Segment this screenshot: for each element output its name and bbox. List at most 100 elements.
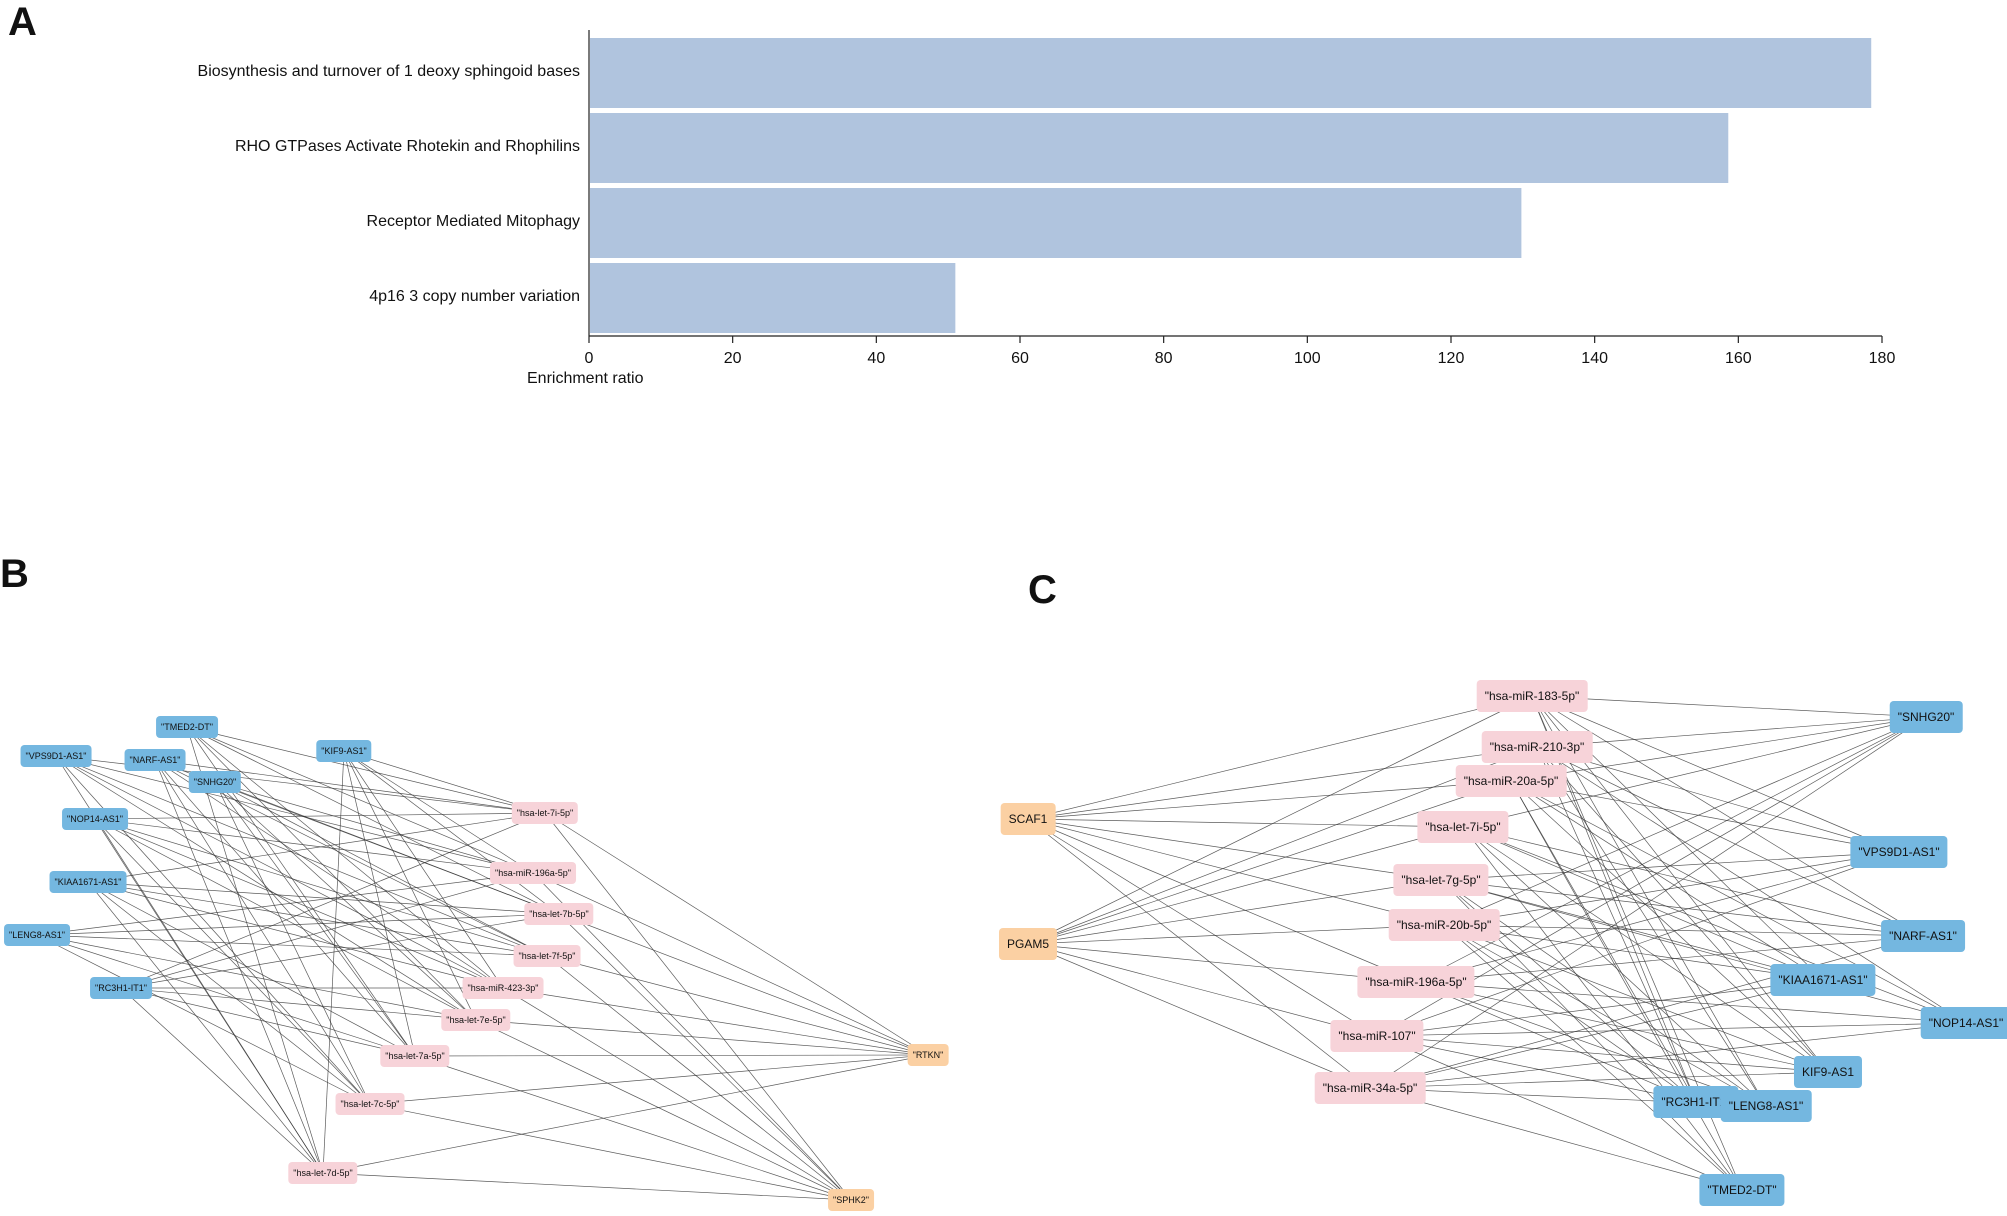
network_c-node-mir34a[interactable]: "hsa-miR-34a-5p" <box>1314 1072 1426 1104</box>
network_b-node-mir423[interactable]: "hsa-miR-423-3p" <box>462 977 544 999</box>
network_c-edge-3 <box>1027 746 1538 945</box>
x-tick-label-9: 180 <box>1868 350 1896 367</box>
network_b-node-sphk2[interactable]: "SPHK2" <box>828 1189 874 1211</box>
network_b-node-let7f[interactable]: "hsa-let-7f-5p" <box>513 945 581 967</box>
network_b-edge-41 <box>87 812 546 883</box>
network_b-node-kif9[interactable]: "KIF9-AS1" <box>316 740 372 762</box>
network_b-node-let7a[interactable]: "hsa-let-7a-5p" <box>380 1045 450 1067</box>
x-tick-label-2: 40 <box>867 350 886 367</box>
network_c-edge-79 <box>1369 1022 1967 1089</box>
network_b-node-tmed2[interactable]: "TMED2-DT" <box>156 716 218 738</box>
network_b-edge-50 <box>36 934 548 957</box>
network_c-edge-28 <box>1536 746 1924 937</box>
network_c-node-tmed2[interactable]: "TMED2-DT" <box>1699 1174 1785 1206</box>
network_b-node-let7d[interactable]: "hsa-let-7d-5p" <box>288 1162 358 1184</box>
network_b-edge-20 <box>154 759 324 1174</box>
network_b-edge-42 <box>87 881 560 915</box>
network_c-edge-46 <box>1462 826 1743 1191</box>
x-tick-label-0: 0 <box>584 350 594 367</box>
network_c-edge-14 <box>1027 818 1378 1037</box>
network_c-edge-9 <box>1027 879 1442 945</box>
network_c-edge-77 <box>1369 935 1924 1089</box>
network_c-node-nop14[interactable]: "NOP14-AS1" <box>1920 1007 2007 1039</box>
network_b-edge-0 <box>186 726 546 814</box>
network_c-edge-30 <box>1536 746 1829 1073</box>
network_b-edge-58 <box>120 987 477 1021</box>
network_c-edge-26 <box>1536 716 1927 748</box>
network_b-node-let7e[interactable]: "hsa-let-7e-5p" <box>441 1009 511 1031</box>
network_c-edge-6 <box>1027 818 1464 828</box>
network_c-node-mir183[interactable]: "hsa-miR-183-5p" <box>1476 680 1588 712</box>
network_b-node-let7b[interactable]: "hsa-let-7b-5p" <box>524 903 594 925</box>
network_c-node-let7i[interactable]: "hsa-let-7i-5p" <box>1417 811 1509 843</box>
network_b-node-let7i[interactable]: "hsa-let-7i-5p" <box>511 802 579 824</box>
network_c-node-narf[interactable]: "NARF-AS1" <box>1881 920 1965 952</box>
network_c-node-mir20b[interactable]: "hsa-miR-20b-5p" <box>1388 909 1500 941</box>
network_c-node-kiaa1671[interactable]: "KIAA1671-AS1" <box>1770 964 1876 996</box>
network_c-edge-27 <box>1536 746 1900 853</box>
network_c-node-kif9[interactable]: KIF9-AS1 <box>1793 1056 1863 1088</box>
network_b-edge-72 <box>475 1019 852 1201</box>
network_b-edge-17 <box>154 759 504 989</box>
network_b-node-rc3h1[interactable]: "RC3H1-IT1" <box>90 977 152 999</box>
network_b-edge-44 <box>87 881 504 989</box>
network_b-node-narf[interactable]: "NARF-AS1" <box>124 749 186 771</box>
network_c-edge-57 <box>1443 924 1824 981</box>
bar-3 <box>590 263 956 333</box>
network_c-node-mir107[interactable]: "hsa-miR-107" <box>1330 1020 1424 1052</box>
network_c-node-snhg20[interactable]: "SNHG20" <box>1889 701 1963 733</box>
network_c-edge-41 <box>1462 826 1924 937</box>
network_c-node-leng8[interactable]: "LENG8-AS1" <box>1720 1090 1812 1122</box>
network_b-node-snhg20[interactable]: "SNHG20" <box>188 771 242 793</box>
network_b-node-leng8[interactable]: "LENG8-AS1" <box>4 924 70 946</box>
network_b-edge-48 <box>36 872 534 936</box>
network_b-edge-66 <box>558 913 852 1201</box>
network_b-edge-65 <box>558 913 929 1056</box>
bar-2 <box>590 188 1522 258</box>
network_b-node-vps9d1[interactable]: "VPS9D1-AS1" <box>20 745 92 767</box>
network_c-edge-64 <box>1415 935 1924 983</box>
network_c-edge-36 <box>1510 780 1967 1024</box>
network_b-node-kiaa1671[interactable]: "KIAA1671-AS1" <box>49 871 127 893</box>
network_b-edge-35 <box>94 818 534 874</box>
network_c-edge-15 <box>1027 943 1378 1037</box>
network_c-node-mir210[interactable]: "hsa-miR-210-3p" <box>1481 731 1593 763</box>
network_b-edge-56 <box>120 913 560 989</box>
network_c-edge-20 <box>1531 695 1924 937</box>
network_b-edge-21 <box>214 781 534 874</box>
bar-label-2: Receptor Mediated Mitophagy <box>366 213 580 230</box>
network_b-edge-60 <box>120 987 324 1174</box>
network_b-node-rtkn[interactable]: "RTKN" <box>907 1044 949 1066</box>
enrichment-chart-svg <box>588 30 1883 343</box>
network_c-edge-32 <box>1536 746 1767 1107</box>
network_c-edge-0 <box>1027 695 1533 820</box>
network_b-node-mir196a[interactable]: "hsa-miR-196a-5p" <box>490 862 576 884</box>
network_b-edge-8 <box>55 755 534 874</box>
network_c-node-let7g[interactable]: "hsa-let-7g-5p" <box>1393 864 1489 896</box>
network_c-edge-73 <box>1376 1035 1829 1073</box>
network_b-edge-24 <box>214 781 477 1021</box>
x-tick-label-5: 100 <box>1293 350 1321 367</box>
network_c-edge-43 <box>1462 826 1967 1024</box>
network_b-edge-34 <box>94 812 546 820</box>
network_c-node-pgam5[interactable]: PGAM5 <box>998 928 1058 960</box>
network_b-edge-69 <box>502 987 929 1056</box>
network_b-node-nop14[interactable]: "NOP14-AS1" <box>62 808 128 830</box>
network_b-edge-26 <box>214 781 371 1105</box>
network_c-edge-48 <box>1440 879 1924 937</box>
network_c-edge-80 <box>1369 1071 1829 1089</box>
network_b-edge-55 <box>120 872 534 989</box>
network_b-edge-18 <box>154 759 416 1057</box>
network_c-node-vps9d1[interactable]: "VPS9D1-AS1" <box>1850 836 1948 868</box>
network_c-edge-34 <box>1510 780 1900 853</box>
network_c-node-mir196a[interactable]: "hsa-miR-196a-5p" <box>1357 966 1475 998</box>
network_b-edge-59 <box>120 987 416 1057</box>
network_c-node-mir20a[interactable]: "hsa-miR-20a-5p" <box>1455 765 1567 797</box>
network_b-edge-75 <box>369 1054 929 1105</box>
network_c-node-scaf1[interactable]: SCAF1 <box>1000 803 1056 835</box>
network_b-edge-32 <box>343 750 416 1057</box>
network_c-edge-78 <box>1369 979 1824 1089</box>
network_c-edge-24 <box>1531 695 1767 1107</box>
network_b-edge-43 <box>87 881 548 957</box>
network_b-node-let7c[interactable]: "hsa-let-7c-5p" <box>335 1093 405 1115</box>
